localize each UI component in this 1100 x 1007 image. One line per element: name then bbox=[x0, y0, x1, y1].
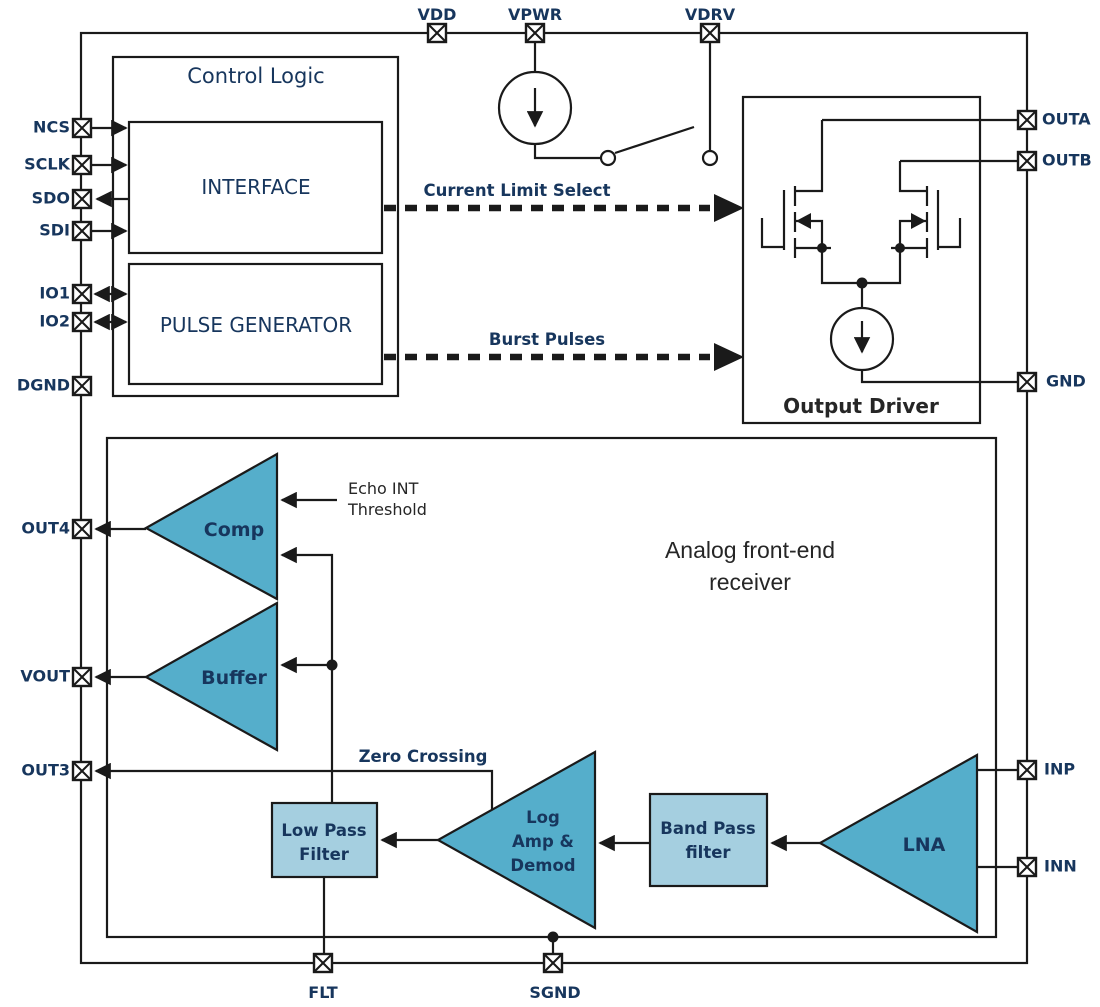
pin-label-dgnd: DGND bbox=[17, 376, 70, 395]
mosfet-right-source-wire bbox=[862, 249, 902, 285]
pin-label-outa: OUTA bbox=[1042, 110, 1091, 129]
pin-vpwr-icon bbox=[524, 22, 546, 44]
mosfet-left-gate-lead bbox=[760, 218, 784, 249]
bpf-label-line2: filter bbox=[685, 843, 731, 862]
control-logic-label: Control Logic bbox=[187, 64, 324, 88]
interface-block bbox=[127, 120, 384, 255]
switch-lever-icon bbox=[614, 125, 695, 155]
lpf-to-comp-wire bbox=[280, 546, 334, 803]
pin-label-inp: INP bbox=[1044, 760, 1075, 779]
pin-label-ncs: NCS bbox=[33, 118, 70, 137]
zero-crossing-wire bbox=[94, 762, 494, 810]
mosfet-left-source-wire bbox=[820, 249, 862, 285]
pin-vout-icon bbox=[71, 666, 93, 688]
lpf-label-line2: Filter bbox=[299, 845, 350, 864]
echo-threshold-label-line1: Echo INT bbox=[348, 479, 419, 498]
low-pass-filter-block bbox=[270, 801, 379, 879]
pin-outb-icon bbox=[1016, 150, 1038, 172]
lna-shape bbox=[817, 753, 979, 934]
pin-out4-icon bbox=[71, 518, 93, 540]
driver-tail-current-source bbox=[829, 277, 1027, 384]
comp-label: Comp bbox=[204, 519, 264, 541]
band-pass-filter-block bbox=[648, 792, 769, 888]
pin-outa-icon bbox=[1016, 109, 1038, 131]
pin-inn-icon bbox=[1016, 856, 1038, 878]
lpf-label-line1: Low Pass bbox=[281, 821, 366, 840]
interface-label: INTERFACE bbox=[201, 175, 310, 199]
pin-label-vout: VOUT bbox=[20, 667, 70, 686]
pin-gnd-icon bbox=[1016, 371, 1038, 393]
current-source-out-wire bbox=[533, 144, 600, 160]
output-driver-label: Output Driver bbox=[783, 394, 939, 418]
pin-vdd-icon bbox=[426, 22, 448, 44]
pin-inp-icon bbox=[1016, 759, 1038, 781]
buffer-label: Buffer bbox=[201, 667, 267, 689]
mosfet-left-icon bbox=[760, 120, 862, 285]
pin-label-inn: INN bbox=[1044, 857, 1077, 876]
pin-dgnd-icon bbox=[71, 375, 93, 397]
pin-label-out4: OUT4 bbox=[21, 519, 70, 538]
mosfet-right-body-arrow-icon bbox=[911, 213, 926, 229]
pin-label-gnd: GND bbox=[1046, 372, 1086, 391]
pin-label-sclk: SCLK bbox=[24, 155, 70, 174]
afe-title-line2: receiver bbox=[709, 569, 791, 595]
logamp-label-line3: Demod bbox=[510, 856, 575, 875]
zero-crossing-label: Zero Crossing bbox=[359, 747, 488, 766]
vpwr-current-source bbox=[497, 42, 600, 160]
comp-amp-shape bbox=[143, 452, 279, 601]
pulse-generator-label: PULSE GENERATOR bbox=[160, 313, 352, 337]
pin-label-sdo: SDO bbox=[32, 189, 70, 208]
afe-title-line1: Analog front-end bbox=[665, 537, 835, 563]
burst-pulses-label: Burst Pulses bbox=[489, 330, 605, 349]
pin-vdrv-icon bbox=[699, 22, 721, 44]
mosfet-right-drain bbox=[898, 161, 927, 193]
pin-label-outb: OUTB bbox=[1042, 151, 1092, 170]
pin-ncs-icon bbox=[71, 117, 93, 139]
pin-sdo-icon bbox=[71, 188, 93, 210]
mosfet-right-gate-lead bbox=[938, 218, 962, 249]
junction-dot bbox=[326, 659, 338, 671]
logamp-shape bbox=[435, 750, 597, 930]
lna-label: LNA bbox=[903, 834, 946, 856]
mosfet-left-body-arrow-icon bbox=[796, 213, 811, 229]
burst-pulses-arrowhead-icon bbox=[714, 343, 744, 371]
pin-io1-icon bbox=[71, 283, 93, 305]
pin-sgnd-icon bbox=[542, 952, 564, 974]
logamp-label-line1: Log bbox=[526, 808, 560, 827]
pin-label-io1: IO1 bbox=[39, 284, 70, 303]
pin-label-vdrv: VDRV bbox=[685, 5, 736, 24]
pin-sclk-icon bbox=[71, 154, 93, 176]
gnd-wire bbox=[860, 370, 1027, 384]
pin-label-flt: FLT bbox=[308, 983, 337, 1002]
bpf-label-line1: Band Pass bbox=[660, 819, 756, 838]
pin-flt-icon bbox=[312, 952, 334, 974]
echo-threshold-label-line2: Threshold bbox=[347, 500, 427, 519]
pin-label-vdd: VDD bbox=[418, 5, 457, 24]
logamp-label-line2: Amp & bbox=[512, 832, 574, 851]
pin-label-sgnd: SGND bbox=[529, 983, 580, 1002]
pin-label-vpwr: VPWR bbox=[508, 5, 562, 24]
pulse-generator-block bbox=[127, 262, 384, 386]
pin-out3-icon bbox=[71, 760, 93, 782]
junction-dot bbox=[817, 243, 827, 253]
mosfet-left-drain bbox=[795, 120, 824, 193]
buffer-amp-shape bbox=[143, 601, 279, 752]
pin-sdi-icon bbox=[71, 220, 93, 242]
switch-contact-left-icon bbox=[599, 149, 617, 167]
pin-label-sdi: SDI bbox=[39, 221, 70, 240]
current-limit-switch bbox=[599, 42, 719, 167]
switch-contact-right-icon bbox=[701, 149, 719, 167]
pin-label-out3: OUT3 bbox=[21, 761, 70, 780]
current-limit-select-label: Current Limit Select bbox=[424, 181, 611, 200]
junction-dot bbox=[895, 243, 905, 253]
pin-label-io2: IO2 bbox=[39, 312, 70, 331]
mosfet-right-icon bbox=[862, 161, 962, 285]
current-limit-select-arrowhead-icon bbox=[714, 194, 744, 222]
pin-io2-icon bbox=[71, 311, 93, 333]
